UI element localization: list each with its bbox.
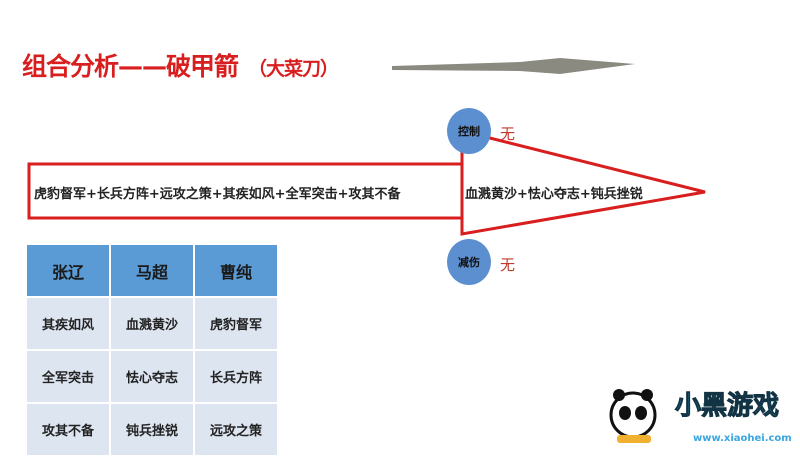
table-row: 攻其不备 钝兵挫锐 远攻之策: [25, 402, 279, 457]
watermark-logo: 小黑游戏 www.xiaohei.com: [595, 375, 800, 449]
logo-url: www.xiaohei.com: [693, 433, 792, 444]
page-title: 组合分析——破甲箭 （大菜刀）: [22, 47, 339, 83]
table-cell: 虎豹督军: [193, 296, 279, 351]
spear-image: [392, 58, 635, 74]
table-header-row: 张辽 马超 曹纯: [25, 243, 279, 298]
logo-text: 小黑游戏: [674, 391, 780, 422]
control-value: 无: [500, 125, 516, 143]
table-cell: 长兵方阵: [193, 349, 279, 404]
damage-reduction-badge: 减伤: [447, 239, 491, 285]
control-badge: 控制: [447, 108, 491, 154]
table-cell: 其疾如风: [25, 296, 111, 351]
table-cell: 攻其不备: [25, 402, 111, 457]
table-cell: 全军突击: [25, 349, 111, 404]
table-row: 全军突击 怯心夺志 长兵方阵: [25, 349, 279, 404]
header-cell: 马超: [109, 243, 195, 298]
hero-skill-table: 张辽 马超 曹纯 其疾如风 血溅黄沙 虎豹督军 全军突击 怯心夺志 长兵方阵 攻…: [25, 243, 279, 457]
arrow-body-text: 虎豹督军+长兵方阵+远攻之策+其疾如风+全军突击+攻其不备: [34, 187, 401, 202]
table-cell: 远攻之策: [193, 402, 279, 457]
title-sub: （大菜刀）: [248, 58, 339, 80]
panda-icon: [609, 389, 657, 443]
table-cell: 钝兵挫锐: [109, 402, 195, 457]
damage-reduction-value: 无: [500, 256, 516, 274]
table-cell: 怯心夺志: [109, 349, 195, 404]
header-cell: 曹纯: [193, 243, 279, 298]
table-cell: 血溅黄沙: [109, 296, 195, 351]
arrow-head-text: 血溅黄沙+怯心夺志+钝兵挫锐: [465, 187, 643, 202]
table-row: 其疾如风 血溅黄沙 虎豹督军: [25, 296, 279, 351]
title-main: 组合分析——破甲箭: [22, 52, 239, 81]
header-cell: 张辽: [25, 243, 111, 298]
